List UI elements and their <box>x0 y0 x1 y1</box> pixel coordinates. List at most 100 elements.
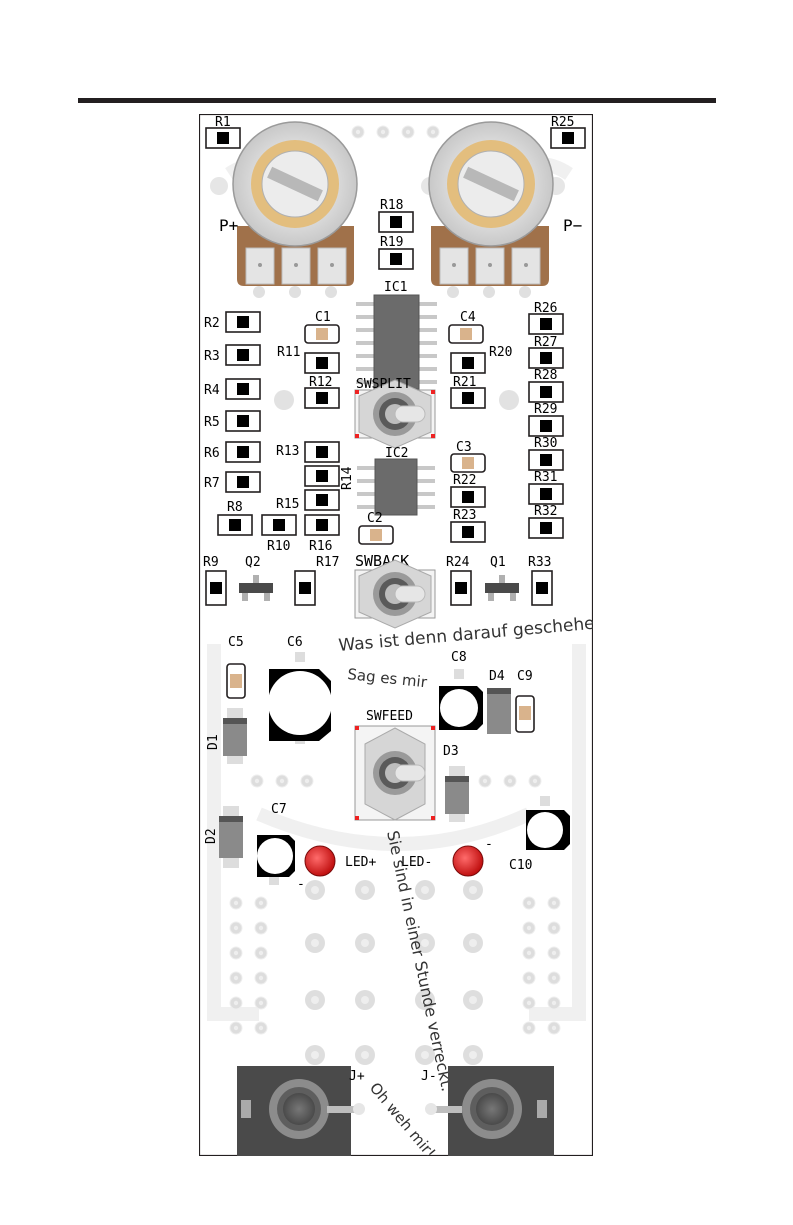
label-r31: R31 <box>534 470 557 485</box>
label-r8: R8 <box>227 500 243 515</box>
pot-p-minus <box>421 121 565 298</box>
ic1-chip <box>356 294 437 390</box>
label-r2: R2 <box>204 316 220 331</box>
label-ic1: IC1 <box>384 280 407 295</box>
resistor-r13b <box>304 465 340 487</box>
resistor-r10 <box>261 514 297 536</box>
ic2-chip <box>357 458 435 516</box>
label-j-plus: J+ <box>349 1069 365 1084</box>
resistor-r17 <box>294 570 316 606</box>
diode-d4 <box>487 688 511 734</box>
label-r26: R26 <box>534 301 557 316</box>
capacitor-c10 <box>526 796 570 850</box>
label-c10: C10 <box>509 858 532 873</box>
resistor-r13 <box>304 441 340 463</box>
capacitor-c2 <box>358 525 394 545</box>
resistor-r3 <box>225 344 261 366</box>
resistor-r7 <box>225 471 261 493</box>
resistor-r15 <box>304 489 340 511</box>
diode-d3 <box>445 766 469 822</box>
jack-left-hole <box>353 1103 365 1115</box>
label-r14: R14 <box>340 466 355 490</box>
pad-left <box>274 390 294 410</box>
label-r12: R12 <box>309 375 332 390</box>
diode-d1 <box>223 708 247 764</box>
pot-p-plus <box>210 121 358 298</box>
label-c7: C7 <box>271 802 287 817</box>
label-r15: R15 <box>276 497 299 512</box>
capacitor-c9 <box>515 695 535 733</box>
resistor-r32 <box>528 517 564 539</box>
label-swsplit: SWSPLIT <box>356 377 411 392</box>
label-q1: Q1 <box>490 555 506 570</box>
label-r3: R3 <box>204 349 220 364</box>
resistor-r21 <box>450 387 486 409</box>
label-r24: R24 <box>446 555 470 570</box>
label-r19: R19 <box>380 235 403 250</box>
label-r6: R6 <box>204 446 220 461</box>
resistor-r5 <box>225 410 261 432</box>
capacitor-c3 <box>450 453 486 473</box>
label-r7: R7 <box>204 476 220 491</box>
label-j-minus: J- <box>421 1069 437 1084</box>
label-r30: R30 <box>534 436 557 451</box>
switch-swfeed <box>354 725 436 821</box>
resistor-r4 <box>225 378 261 400</box>
label-r18: R18 <box>380 198 403 213</box>
capacitor-c4 <box>448 324 484 344</box>
label-r10: R10 <box>267 539 290 554</box>
label-r25: R25 <box>551 115 574 130</box>
label-d3: D3 <box>443 744 459 759</box>
label-q2: Q2 <box>245 555 261 570</box>
label-c8: C8 <box>451 650 467 665</box>
label-r16: R16 <box>309 539 332 554</box>
jack-j-plus <box>237 1066 357 1156</box>
label-r4: R4 <box>204 383 220 398</box>
label-r20: R20 <box>489 345 512 360</box>
resistor-r18 <box>378 211 414 233</box>
resistor-r2 <box>225 311 261 333</box>
label-ic2: IC2 <box>385 446 408 461</box>
label-r5: R5 <box>204 415 220 430</box>
resistor-r20 <box>450 352 486 374</box>
jack-j-minus <box>432 1066 554 1156</box>
label-led-minus-sign: - <box>485 837 493 852</box>
resistor-r30 <box>528 449 564 471</box>
label-r23: R23 <box>453 508 476 523</box>
switch-swsplit <box>354 379 436 449</box>
resistor-r31 <box>528 483 564 505</box>
label-led-minus: LED- <box>401 855 432 870</box>
capacitor-c6 <box>268 652 332 744</box>
resistor-r12 <box>304 387 340 409</box>
resistor-r24 <box>450 570 472 606</box>
label-c7-minus: - <box>297 877 305 892</box>
diode-d2 <box>219 806 243 868</box>
label-c4: C4 <box>460 310 476 325</box>
top-rule <box>78 98 716 103</box>
resistor-r23 <box>450 521 486 543</box>
led-minus <box>452 845 484 877</box>
label-r28: R28 <box>534 368 557 383</box>
resistor-r33 <box>531 570 553 606</box>
label-r27: R27 <box>534 335 557 350</box>
label-c5: C5 <box>228 635 244 650</box>
resistor-r11 <box>304 352 340 374</box>
resistor-r8 <box>217 514 253 536</box>
capacitor-c8 <box>439 669 483 730</box>
resistor-r9 <box>205 570 227 606</box>
resistor-r22 <box>450 486 486 508</box>
label-led-plus: LED+ <box>345 855 376 870</box>
label-d4: D4 <box>489 669 505 684</box>
label-r1: R1 <box>215 115 231 130</box>
resistor-r26 <box>528 313 564 335</box>
label-r32: R32 <box>534 504 557 519</box>
pad-right <box>499 390 519 410</box>
transistor-q1 <box>485 575 519 601</box>
label-r9: R9 <box>203 555 219 570</box>
label-r11: R11 <box>277 345 300 360</box>
label-r22: R22 <box>453 473 476 488</box>
label-c6: C6 <box>287 635 303 650</box>
label-r29: R29 <box>534 402 557 417</box>
label-swfeed: SWFEED <box>366 709 413 724</box>
resistor-r29 <box>528 415 564 437</box>
